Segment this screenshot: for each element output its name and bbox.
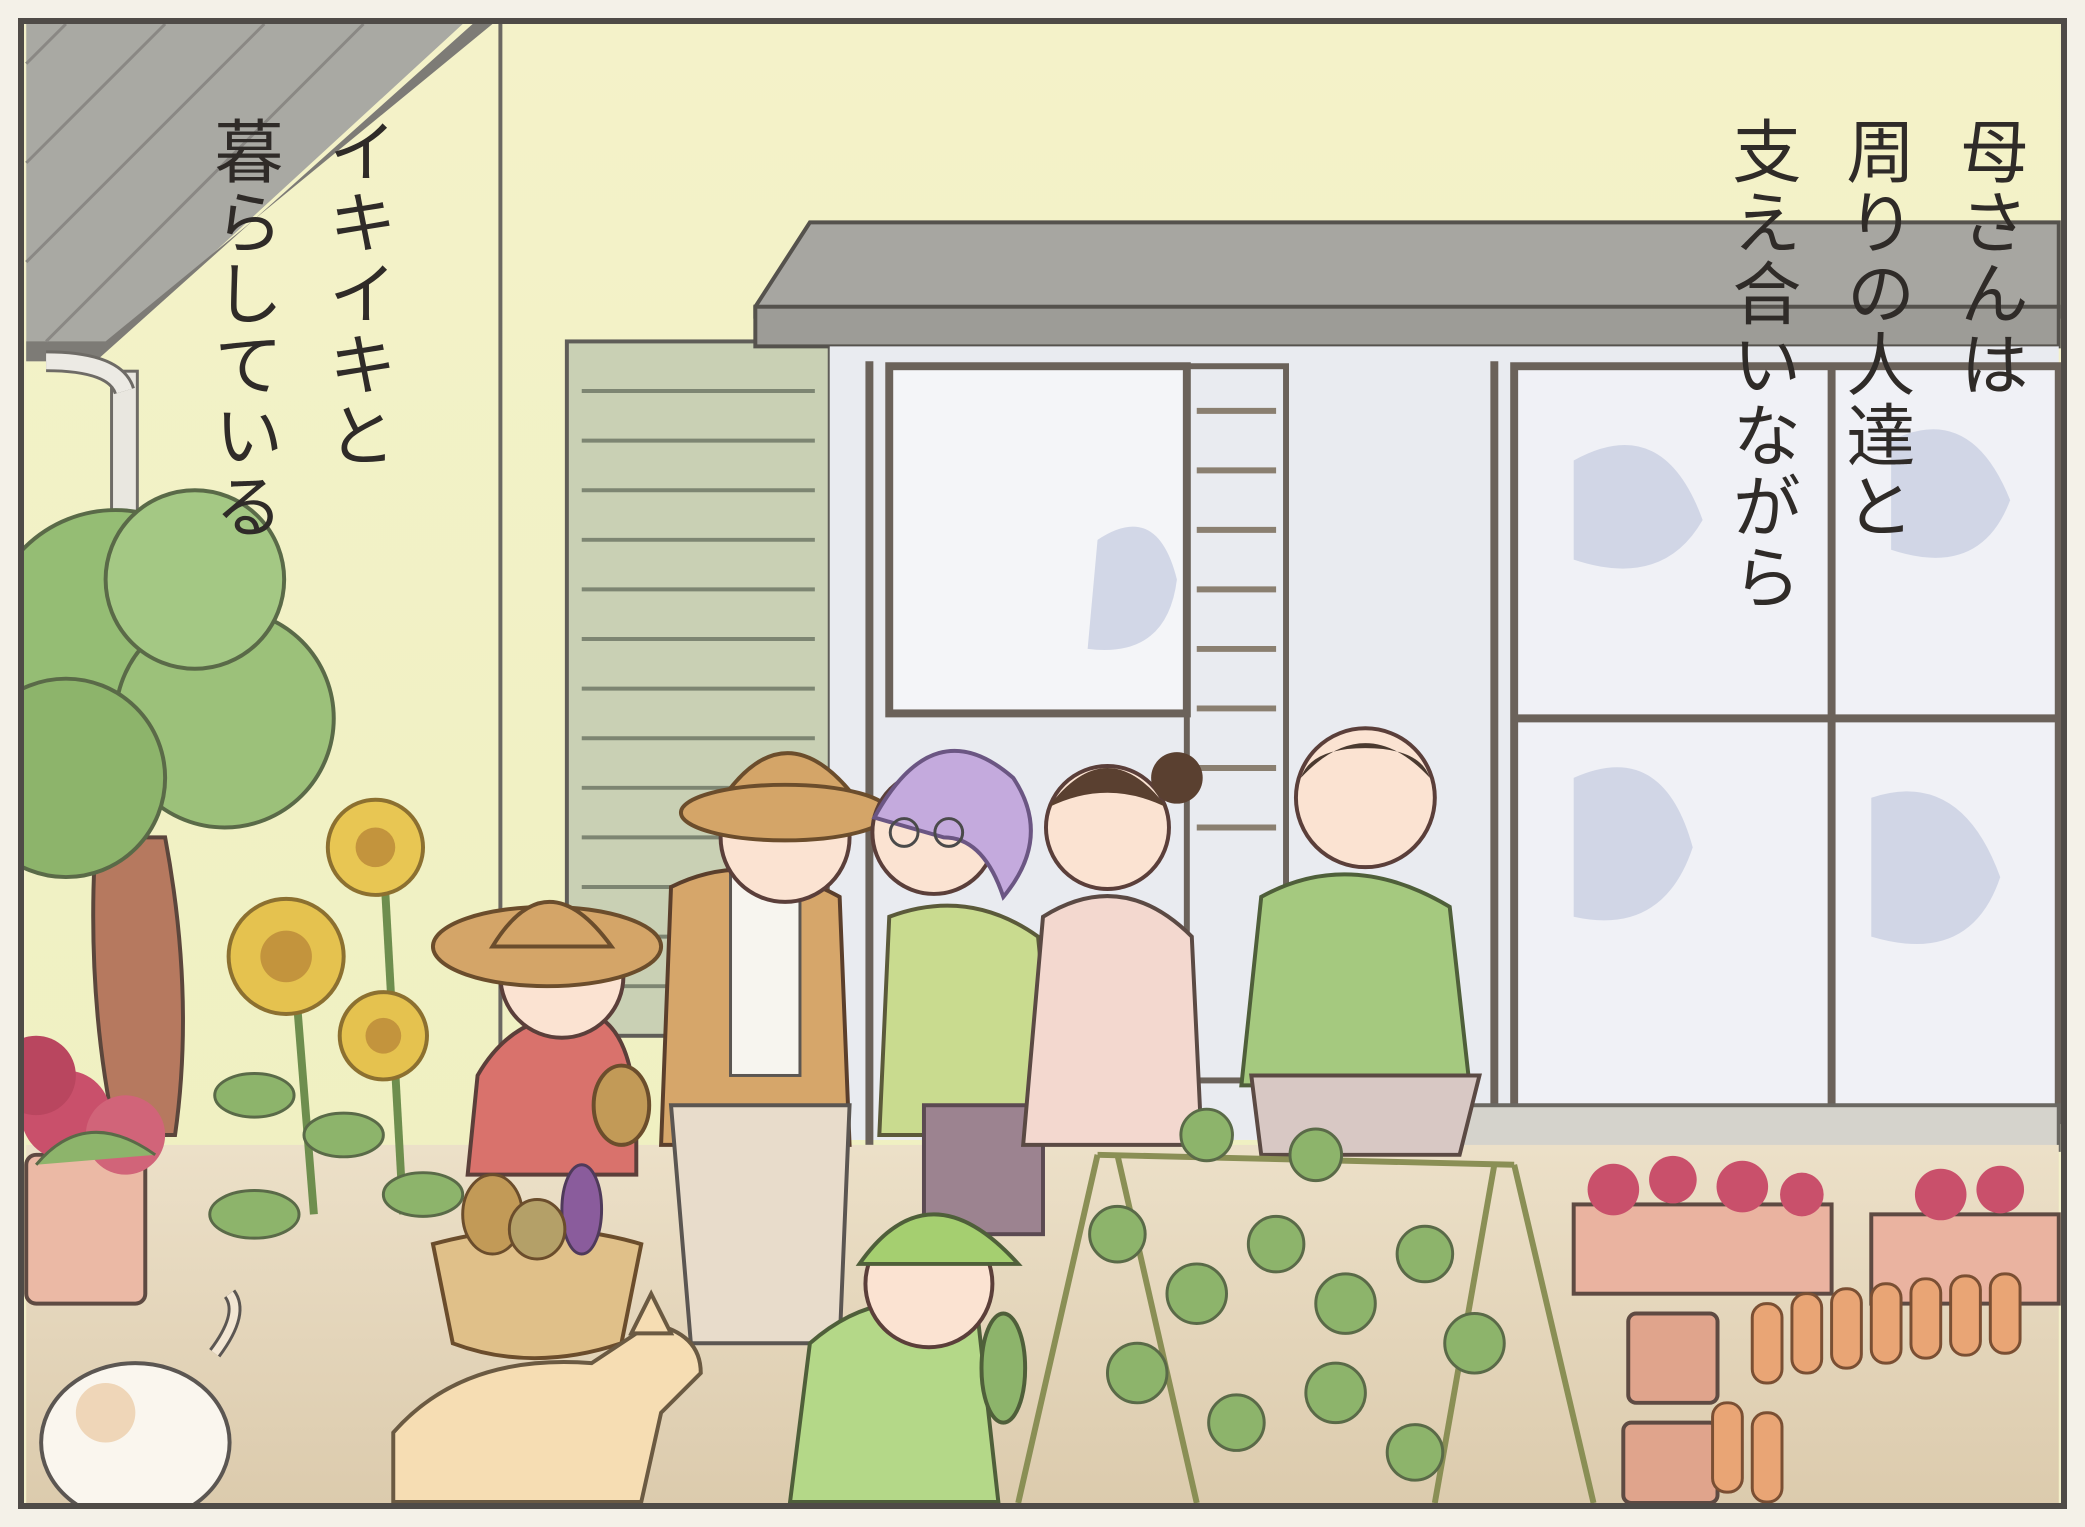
garden-scene-illustration	[24, 24, 2061, 1503]
caption-line: 暮らしている	[201, 116, 282, 542]
caption-line: 母さんは	[1947, 116, 2028, 400]
veranda-roof	[753, 220, 2061, 349]
dog	[391, 1289, 703, 1503]
left-roof	[25, 24, 493, 631]
sunflowers	[208, 797, 465, 1240]
caption-narration-left: イキイキと 暮らしている	[184, 116, 412, 542]
vegetable-basket	[430, 1163, 644, 1361]
boy-with-cucumber	[787, 1212, 1028, 1503]
tree	[24, 488, 336, 1137]
planters-right	[1571, 1155, 2061, 1503]
cat	[39, 1289, 242, 1503]
flower-pot-left	[24, 1035, 166, 1306]
comic-panel: 母さんは 周りの人達と 支え合いながら イキイキと 暮らしている	[18, 18, 2067, 1509]
grandma-purple-hair	[870, 748, 1061, 1237]
caption-line: 周りの人達と	[1833, 116, 1914, 542]
woman-with-hat	[659, 751, 892, 1346]
girl-with-potato	[430, 899, 664, 1177]
caption-line: イキイキと	[315, 116, 396, 471]
caption-line: 支え合いながら	[1719, 116, 1800, 613]
bean-trellis	[1015, 1107, 1597, 1503]
caption-narration-right: 母さんは 周りの人達と 支え合いながら	[1702, 116, 2044, 613]
grandpa-sitting	[1239, 726, 1482, 1157]
woman-with-bun	[1020, 752, 1204, 1147]
